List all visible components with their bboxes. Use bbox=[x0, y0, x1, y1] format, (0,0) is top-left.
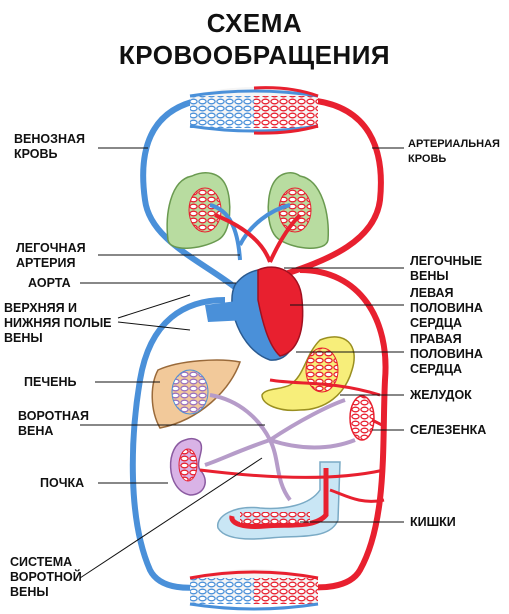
arterial-branches bbox=[199, 378, 385, 503]
label-venous-blood: ВЕНОЗНАЯ КРОВЬ bbox=[14, 132, 85, 161]
label-right-heart: ПРАВАЯ ПОЛОВИНА СЕРДЦА bbox=[410, 332, 483, 376]
spleen-organ bbox=[349, 395, 375, 441]
label-left-heart: ЛЕВАЯ ПОЛОВИНА СЕРДЦА bbox=[410, 286, 483, 330]
kidney-organ bbox=[169, 437, 206, 496]
top-capillary-bed bbox=[189, 86, 319, 135]
label-aorta: АОРТА bbox=[28, 276, 71, 290]
right-lung bbox=[267, 172, 330, 249]
intestine-organ bbox=[217, 461, 341, 540]
systemic-circle bbox=[129, 267, 389, 591]
label-intestines: КИШКИ bbox=[410, 515, 456, 529]
label-vena-cava: ВЕРХНЯЯ И НИЖНЯЯ ПОЛЫЕ ВЕНЫ bbox=[4, 301, 112, 345]
label-arterial-blood: АРТЕРИАЛЬНАЯ КРОВЬ bbox=[408, 138, 500, 165]
label-portal-system: СИСТЕМА ВОРОТНОЙ ВЕНЫ bbox=[10, 555, 82, 599]
bottom-capillary-bed bbox=[189, 569, 319, 611]
label-stomach: ЖЕЛУДОК bbox=[410, 388, 472, 402]
portal-vein-system bbox=[204, 393, 356, 502]
heart-organ bbox=[205, 266, 304, 361]
label-pulmonary-artery: ЛЕГОЧНАЯ АРТЕРИЯ bbox=[16, 241, 86, 270]
label-spleen: СЕЛЕЗЕНКА bbox=[410, 423, 487, 437]
pulmonary-circle bbox=[140, 97, 384, 291]
pulmonary-veins bbox=[214, 213, 302, 263]
label-liver: ПЕЧЕНЬ bbox=[24, 375, 77, 389]
label-kidney: ПОЧКА bbox=[40, 476, 85, 490]
title-line-2: КРОВООБРАЩЕНИЯ bbox=[118, 40, 391, 70]
label-portal-vein: ВОРОТНАЯ ВЕНА bbox=[18, 409, 90, 438]
title-line-1: СХЕМА bbox=[206, 8, 303, 38]
pointer-lines bbox=[79, 147, 404, 579]
liver-organ bbox=[151, 359, 241, 429]
label-pulmonary-veins: ЛЕГОЧНЫЕ ВЕНЫ bbox=[410, 254, 483, 283]
